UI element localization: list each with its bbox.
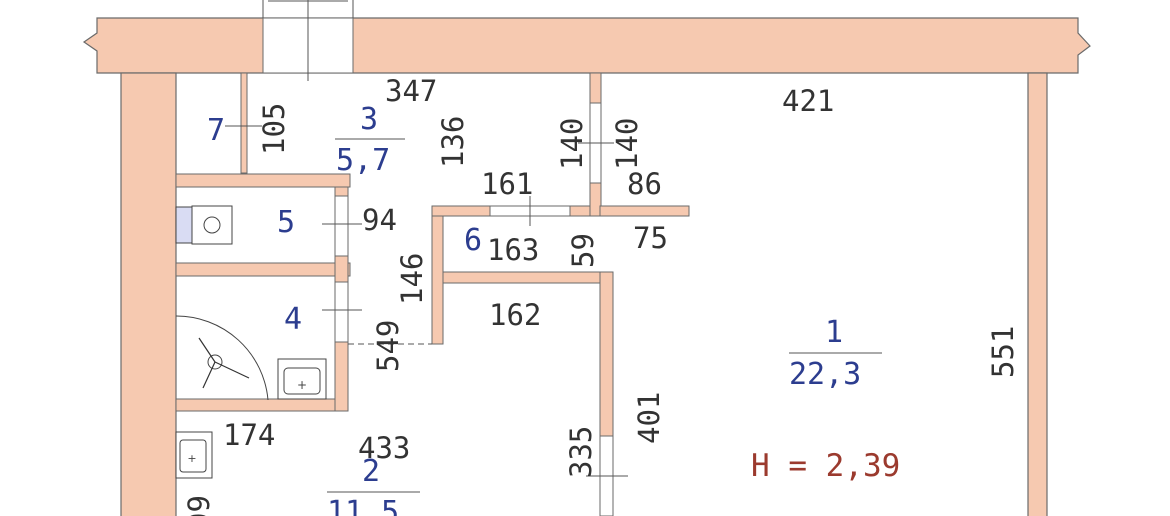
- right-exterior-wall: [1027, 72, 1048, 516]
- svg-text:+: +: [187, 452, 196, 465]
- room-2-number: 2: [362, 454, 380, 489]
- shower-icon: [175, 315, 269, 401]
- top-exterior-wall: [82, 17, 1091, 74]
- bath-door: [334, 281, 349, 343]
- room-5-number: 5: [277, 205, 295, 240]
- dim-59: 59: [566, 233, 600, 268]
- dim-99: 99: [182, 495, 216, 516]
- wc-door: [334, 195, 349, 257]
- room-2-area: 11,5: [327, 495, 399, 516]
- dim-161: 161: [481, 167, 533, 201]
- dim-136: 136: [436, 116, 470, 168]
- ceiling-height-label: H = 2,39: [751, 448, 900, 484]
- closet-left-wall: [431, 205, 444, 345]
- dim-551: 551: [986, 326, 1020, 378]
- toilet-icon: [175, 205, 233, 245]
- dim-94: 94: [362, 203, 397, 237]
- sink-icon: +: [277, 358, 327, 400]
- room-4-number: 4: [284, 302, 302, 337]
- bath-bottom-wall: [175, 398, 349, 412]
- dim-75: 75: [633, 221, 668, 255]
- dim-174: 174: [223, 418, 275, 452]
- closet-partition: [240, 72, 248, 174]
- room-3-number: 3: [360, 102, 378, 137]
- wc-top-wall: [175, 173, 351, 188]
- dim-105: 105: [257, 103, 291, 155]
- wc-bath-wall: [175, 262, 351, 277]
- dim-162: 162: [489, 298, 541, 332]
- dim-140-left: 140: [555, 118, 589, 170]
- dim-146: 146: [395, 253, 429, 305]
- room-1-number: 1: [825, 315, 843, 350]
- dim-549: 549: [371, 320, 405, 372]
- dim-163: 163: [487, 233, 539, 267]
- room1-wall-stub: [599, 205, 690, 217]
- dim-401: 401: [632, 392, 666, 444]
- kitchen-sink-icon: +: [175, 431, 213, 479]
- room-7-number: 7: [207, 113, 225, 148]
- room-6-number: 6: [464, 223, 482, 258]
- dim-86: 86: [627, 167, 662, 201]
- dim-433: 433: [358, 431, 410, 465]
- dim-421: 421: [782, 84, 834, 118]
- dim-140-right: 140: [610, 118, 644, 170]
- closet-bottom-wall: [442, 271, 601, 284]
- room-3-area: 5,7: [336, 143, 390, 178]
- svg-text:+: +: [297, 378, 307, 392]
- dim-347: 347: [385, 74, 437, 108]
- dim-335: 335: [564, 426, 598, 478]
- room-1-area: 22,3: [789, 357, 861, 392]
- left-exterior-wall: [120, 72, 177, 516]
